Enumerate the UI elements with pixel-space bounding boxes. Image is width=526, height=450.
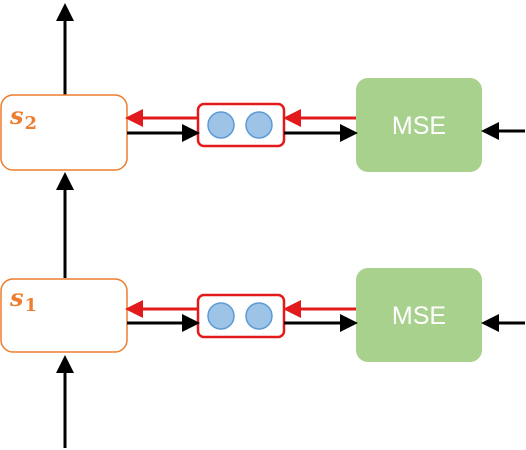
state-label-s1: s1 [9,283,37,316]
buffer-sample-circle [245,111,273,139]
mse-loss-box [356,268,482,362]
buffer-sample-circle [207,111,235,139]
mse-loss-label: MSE [392,302,446,330]
mse-loss-label: MSE [392,112,446,140]
buffer-sample-circle [207,302,235,330]
buffer-sample-circle [245,302,273,330]
mse-loss-box [356,78,482,172]
state-label-s2: s2 [9,101,37,134]
